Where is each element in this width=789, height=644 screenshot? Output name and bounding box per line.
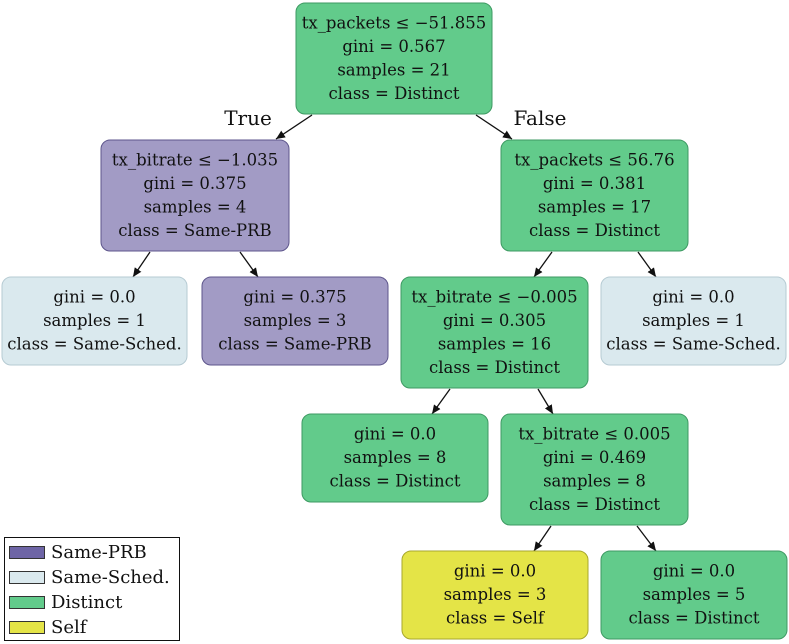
node-text-line: tx_packets ≤ 56.76 (514, 150, 674, 169)
true-branch-label: True (224, 106, 272, 130)
node-box (500, 413, 689, 526)
node-text-line: gini = 0.0 (653, 562, 735, 581)
legend-label: Self (51, 617, 87, 638)
tree-node-n5: tx_bitrate ≤ −0.005 gini = 0.305 samples =… (400, 276, 589, 389)
legend-label: Same-PRB (51, 542, 147, 563)
node-box (100, 139, 290, 252)
node-text-line: class = Distinct (329, 84, 460, 103)
node-text-line: samples = 17 (538, 197, 651, 216)
node-text-line: samples = 4 (144, 197, 247, 216)
node-box (301, 413, 489, 503)
node-text-line: class = Same-Sched. (606, 335, 780, 354)
node-text-line: class = Same-Sched. (7, 335, 181, 354)
node-text-line: class = Self (446, 609, 546, 628)
legend-item-self: Self (9, 615, 175, 640)
legend-label: Same-Sched. (51, 567, 170, 588)
node-box (600, 550, 788, 640)
edge-n0-n2 (475, 114, 513, 140)
edges-layer (132, 114, 657, 552)
node-text-line: samples = 21 (337, 60, 450, 79)
class-legend: Same-PRB Same-Sched. Distinct Self (4, 537, 180, 641)
node-text-line: gini = 0.0 (354, 425, 436, 444)
node-text-line: class = Distinct (629, 609, 760, 628)
edge-n8-n9 (533, 525, 552, 552)
node-text-line: samples = 8 (543, 471, 646, 490)
tree-node-n6: gini = 0.0 samples = 1 class = Same-Sched. (600, 276, 787, 366)
node-text-line: gini = 0.305 (443, 311, 546, 330)
node-box (1, 276, 188, 366)
node-text-line: gini = 0.381 (543, 174, 646, 193)
node-box (401, 550, 589, 640)
edge-n8-n10 (636, 525, 657, 552)
node-text-line: gini = 0.567 (342, 37, 445, 56)
node-box (500, 139, 689, 252)
edge-n5-n7 (431, 388, 451, 415)
node-text-line: samples = 3 (444, 585, 547, 604)
node-text-line: tx_bitrate ≤ −1.035 (112, 150, 278, 169)
node-text-line: class = Distinct (429, 358, 560, 377)
tree-node-n3: gini = 0.0 samples = 1 class = Same-Sched. (1, 276, 188, 366)
legend-swatch (9, 546, 45, 559)
node-box (600, 276, 787, 366)
node-text-line: samples = 1 (642, 311, 745, 330)
node-box (400, 276, 589, 389)
node-box (201, 276, 389, 366)
tree-node-n2: tx_packets ≤ 56.76 gini = 0.381 samples = … (500, 139, 689, 252)
edge-n0-n1 (275, 114, 313, 140)
tree-node-n9: gini = 0.0 samples = 3 class = Self (401, 550, 589, 640)
node-text-line: gini = 0.469 (543, 448, 646, 467)
edge-n2-n5 (533, 251, 553, 278)
tree-node-n0: tx_packets ≤ −51.855 gini = 0.567 samples … (295, 2, 493, 115)
node-text-line: samples = 3 (244, 311, 347, 330)
legend-swatch (9, 571, 45, 584)
node-text-line: gini = 0.0 (454, 562, 536, 581)
node-text-line: tx_bitrate ≤ −0.005 (411, 287, 577, 306)
tree-node-n4: gini = 0.375 samples = 3 class = Same-PRB (201, 276, 389, 366)
tree-node-n1: tx_bitrate ≤ −1.035 gini = 0.375 samples =… (100, 139, 290, 252)
legend-item-same-sched: Same-Sched. (9, 565, 175, 590)
edge-n1-n4 (239, 251, 259, 278)
node-text-line: gini = 0.375 (243, 288, 346, 307)
node-text-line: gini = 0.375 (143, 174, 246, 193)
node-text-line: samples = 16 (438, 334, 551, 353)
edge-n2-n6 (637, 251, 657, 278)
node-text-line: samples = 8 (344, 448, 447, 467)
node-text-line: gini = 0.0 (652, 288, 734, 307)
node-text-line: class = Same-PRB (218, 335, 371, 354)
tree-node-n8: tx_bitrate ≤ 0.005 gini = 0.469 samples = … (500, 413, 689, 526)
legend-item-same-prb: Same-PRB (9, 540, 175, 565)
false-branch-label: False (514, 106, 567, 130)
legend-item-distinct: Distinct (9, 590, 175, 615)
node-text-line: samples = 5 (643, 585, 746, 604)
node-text-line: tx_packets ≤ −51.855 (302, 13, 487, 32)
edge-n1-n3 (132, 251, 151, 278)
node-text-line: class = Distinct (529, 495, 660, 514)
edge-n5-n8 (537, 388, 554, 415)
node-text-line: class = Same-PRB (118, 221, 271, 240)
node-box (295, 2, 493, 115)
legend-label: Distinct (51, 592, 123, 613)
node-text-line: class = Distinct (529, 221, 660, 240)
tree-node-n10: gini = 0.0 samples = 5 class = Distinct (600, 550, 788, 640)
node-text-line: tx_bitrate ≤ 0.005 (518, 424, 670, 443)
legend-swatch (9, 596, 45, 609)
legend-swatch (9, 621, 45, 634)
node-text-line: samples = 1 (43, 311, 146, 330)
node-text-line: gini = 0.0 (53, 288, 135, 307)
tree-node-n7: gini = 0.0 samples = 8 class = Distinct (301, 413, 489, 503)
node-text-line: class = Distinct (330, 472, 461, 491)
